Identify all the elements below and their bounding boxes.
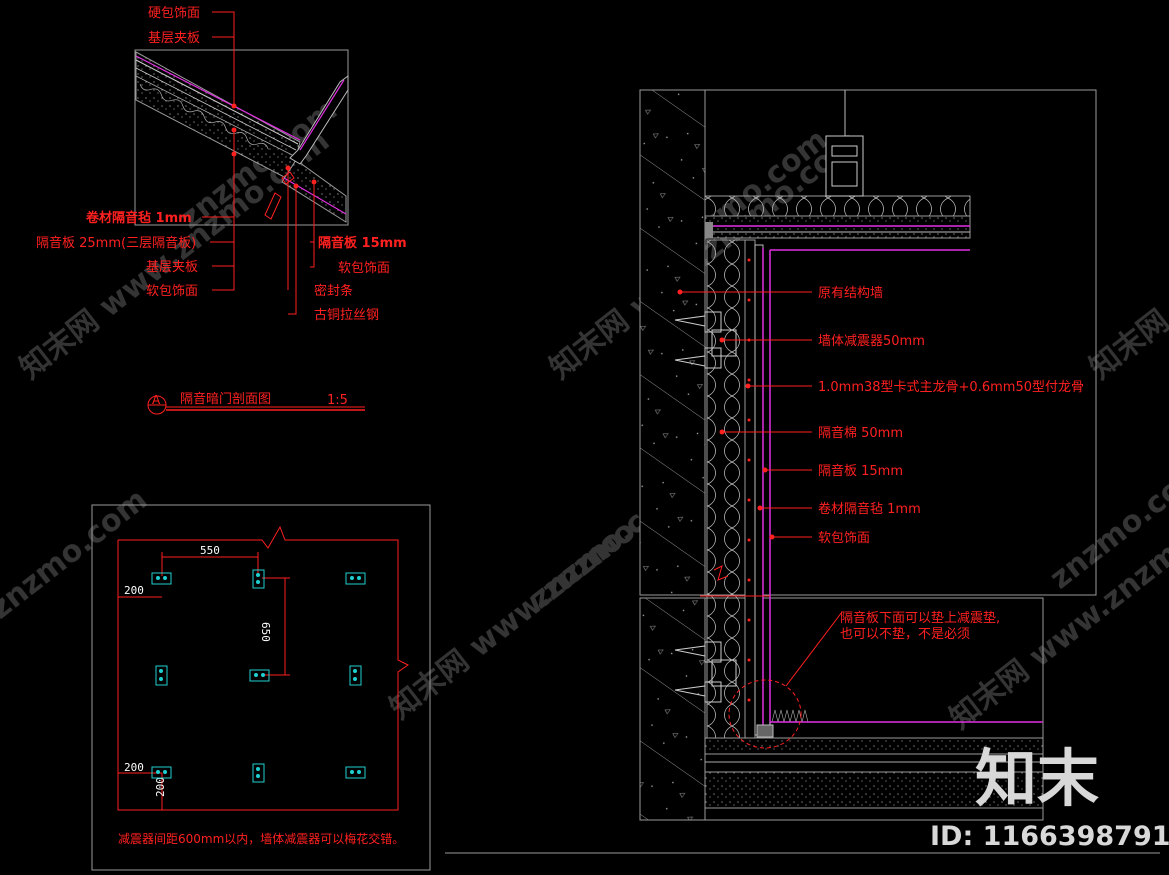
section-scale: 1:5 — [327, 393, 348, 408]
damper-plan: 550 200 650 200 200 减震器间距600mm以内，墙体减震器可以… — [91, 504, 431, 871]
dim-550: 550 — [200, 544, 220, 557]
label-acoustic-board-15: 隔音板 15mm — [318, 235, 407, 251]
wall-section: 原有结构墙 墙体减震器50mm 1.0mm38型卡式主龙骨+0.6mm50型付龙… — [445, 89, 1160, 854]
dim-200-b: 200 — [124, 761, 144, 774]
label-bronze-steel: 古铜拉丝钢 — [314, 308, 379, 323]
plan-note: 减震器间距600mm以内，墙体减震器可以梅花交错。 — [118, 831, 404, 846]
label-structural-wall: 原有结构墙 — [818, 286, 883, 301]
section-title: 隔音暗门剖面图 — [180, 391, 271, 407]
label-base-plywood: 基层夹板 — [148, 31, 200, 46]
label-soft-finish: 软包饰面 — [146, 284, 198, 299]
dim-650: 650 — [259, 622, 272, 642]
dim-200-a: 200 — [124, 584, 144, 597]
watermark-layer: 知末网 www.znzmo.com znzmo.com 知末网 www.znzm… — [0, 92, 1169, 736]
label-seal-strip: 密封条 — [314, 283, 353, 299]
dim-200-c: 200 — [154, 777, 167, 797]
label-felt: 卷材隔音毡 1mm — [86, 210, 192, 226]
label-base-plywood-2: 基层夹板 — [146, 260, 198, 275]
note-line-1: 隔音板下面可以垫上减震垫, — [840, 610, 1000, 626]
watermark-text: znzmo.com — [0, 482, 154, 626]
label-soft-finish-2: 软包饰面 — [338, 261, 390, 276]
damper-grid — [151, 569, 366, 783]
label-soft-finish-wall: 软包饰面 — [818, 531, 870, 546]
section-a-detail: 硬包饰面 基层夹板 卷材隔音毡 1mm 隔音板 25mm(三层隔音板) 基层夹板… — [36, 6, 407, 415]
label-hard-panel: 硬包饰面 — [148, 6, 200, 21]
label-acoustic-board-25: 隔音板 25mm(三层隔音板) — [36, 235, 196, 251]
note-line-2: 也可以不垫，不是必须 — [840, 626, 970, 642]
brand-logo: 知末 — [975, 742, 1099, 815]
section-marker-letter: A — [152, 393, 161, 407]
label-acoustic-felt: 卷材隔音毡 1mm — [818, 501, 921, 517]
image-id: ID: 1166398791 — [930, 821, 1169, 852]
label-wall-damper: 墙体减震器50mm — [818, 334, 925, 349]
label-acoustic-board: 隔音板 15mm — [818, 463, 903, 479]
label-keel: 1.0mm38型卡式主龙骨+0.6mm50型付龙骨 — [818, 380, 1084, 395]
label-acoustic-wool: 隔音棉 50mm — [818, 425, 903, 441]
